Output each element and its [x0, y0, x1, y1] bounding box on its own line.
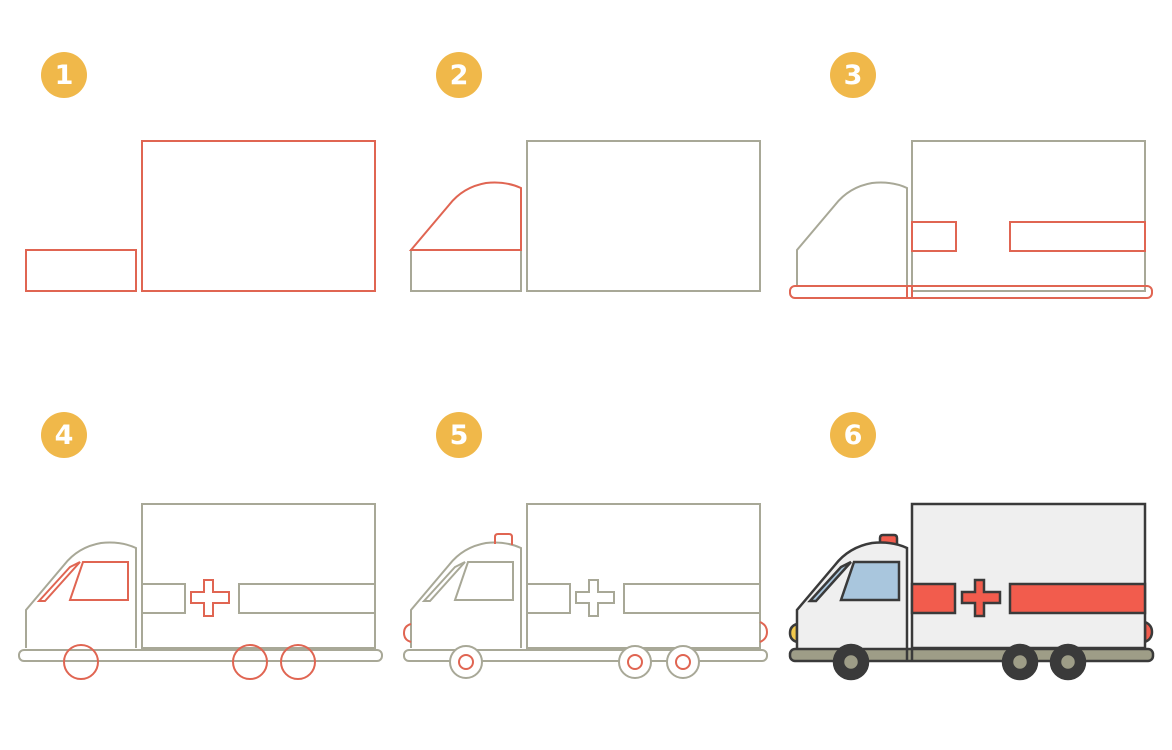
cab-base-rect [25, 249, 137, 292]
step-badge-6: 6 [830, 412, 876, 458]
step-number-5: 5 [450, 420, 469, 451]
cab-base-rect [410, 249, 522, 292]
wheel-front-hub [458, 654, 474, 670]
step-number-3: 3 [844, 60, 863, 91]
headlight [788, 622, 799, 644]
siren-light [494, 533, 513, 545]
step-badge-1: 1 [41, 52, 87, 98]
stripe-right [1008, 582, 1147, 615]
stripe-right-rect [238, 583, 376, 614]
bumper-rect [789, 285, 1153, 299]
stripe-left-rect [526, 583, 571, 614]
stripe-left-rect [141, 583, 186, 614]
wheel-rear-2-hub [675, 654, 691, 670]
red-cross [960, 578, 1002, 618]
cab-outline [25, 541, 137, 648]
front-window [807, 560, 852, 603]
step-badge-3: 3 [830, 52, 876, 98]
headlight [402, 623, 412, 643]
side-window [839, 560, 901, 602]
cab-roof-curve [408, 181, 522, 251]
front-window [421, 561, 466, 602]
front-window [36, 561, 81, 602]
step-4-drawing [18, 503, 383, 680]
step-number-1: 1 [55, 60, 74, 91]
cargo-box-rect [526, 140, 761, 292]
step-number-2: 2 [450, 60, 469, 91]
wheel-rear-1 [618, 645, 652, 679]
taillight [1143, 620, 1154, 644]
bumper-rect [403, 649, 768, 662]
wheel-rear-1 [232, 644, 268, 680]
wheel-rear-2-hub [1058, 652, 1078, 672]
wheel-rear-1-hub [1010, 652, 1030, 672]
wheel-front [63, 644, 99, 680]
step-number-6: 6 [844, 420, 863, 451]
wheel-rear-2 [666, 645, 700, 679]
bumper-rect [18, 649, 383, 662]
side-window [68, 561, 129, 601]
cab-outline [410, 541, 522, 648]
wheel-front [449, 645, 483, 679]
stripe-left-rect [911, 221, 957, 252]
taillight [759, 621, 769, 643]
stripe-left [910, 582, 957, 615]
stripe-right-rect [623, 583, 761, 614]
step-badge-2: 2 [436, 52, 482, 98]
step-1-drawing [25, 140, 376, 292]
step-badge-5: 5 [436, 412, 482, 458]
step-5-drawing [402, 503, 769, 679]
cab-outline [796, 181, 908, 286]
side-window [453, 561, 514, 601]
cargo-box [910, 502, 1147, 650]
wheel-rear-2 [280, 644, 316, 680]
step-number-4: 4 [55, 420, 74, 451]
cargo-box-rect [141, 140, 376, 292]
wheel-front-hub [841, 652, 861, 672]
step-2-drawing [408, 140, 761, 292]
cargo-box-rect [911, 140, 1146, 292]
red-cross [190, 579, 230, 617]
stripe-right-rect [1009, 221, 1146, 252]
cross [575, 579, 615, 617]
wheel-rear-1-hub [627, 654, 643, 670]
cargo-box-rect [141, 503, 376, 649]
step-3-drawing [789, 140, 1153, 299]
cargo-box-rect [526, 503, 761, 649]
step-6-drawing [788, 502, 1155, 681]
step-badge-4: 4 [41, 412, 87, 458]
